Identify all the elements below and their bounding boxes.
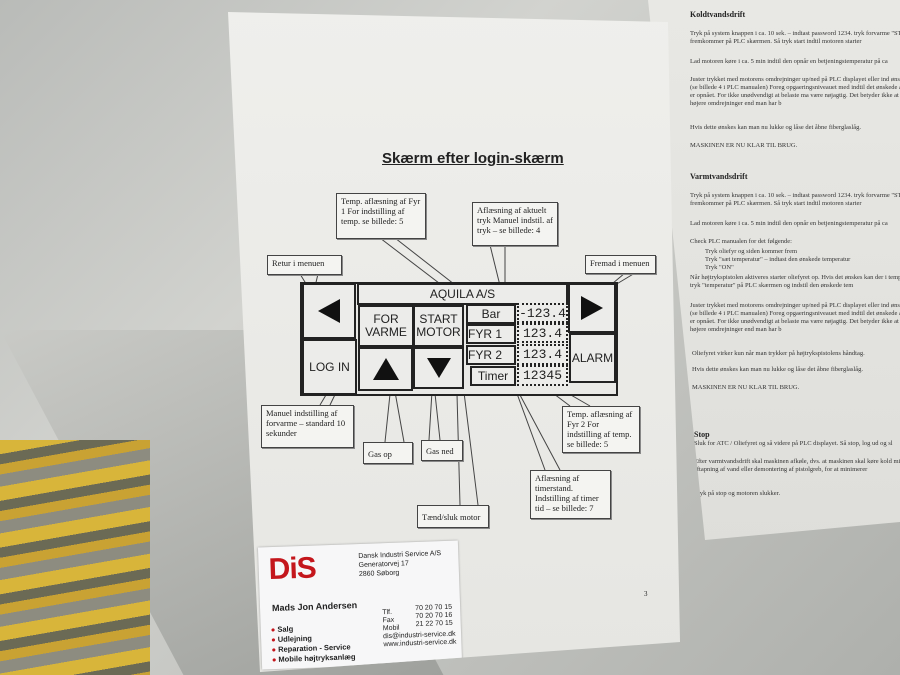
text: MASKINEN ER NU KLAR TIL BRUG. — [690, 142, 798, 149]
company-address: Dansk Industri Service A/S Generatorvej … — [358, 549, 442, 579]
value-fyr2: 123.4 — [517, 344, 568, 365]
log-in-button[interactable]: LOG IN — [302, 339, 357, 395]
online-contacts: dis@industri-service.dk www.industri-ser… — [383, 631, 457, 650]
text: Tryk på system knappen i ca. 10 sek. – i… — [690, 30, 900, 45]
business-card: DiS Dansk Industri Service A/S Generator… — [257, 540, 463, 670]
arrow-down-icon — [426, 358, 451, 378]
label-fyr1: FYR 1 — [466, 324, 516, 344]
preheat-button[interactable]: FOR VARME — [358, 305, 414, 347]
label-timer: Timer — [470, 366, 516, 386]
callout-gas-up: Gas op — [363, 442, 413, 464]
alarm-button[interactable]: ALARM — [569, 333, 616, 383]
arrow-up-icon — [372, 358, 399, 380]
arrow-right-icon — [581, 296, 603, 320]
arrow-left-icon — [318, 299, 340, 323]
text: Efter varmtvandsdrift skal maskinen afkø… — [694, 458, 900, 473]
page-title: Skærm efter login-skærm — [382, 150, 564, 167]
callout-pressure: Aflæsning af aktuelt tryk Manuel indstil… — [472, 202, 558, 246]
text: Hvis dette ønskes kan man nu lukke og lå… — [690, 124, 862, 131]
text: Oliefyret virker kun når man trykker på … — [692, 350, 865, 357]
callout-gas-down: Gas ned — [421, 440, 463, 461]
callout-preheat: Manuel indstilling af forvarme – standar… — [261, 405, 354, 448]
callout-timer: Aflæsning af timerstand. Indstilling af … — [530, 470, 611, 519]
start-motor-button[interactable]: START MOTOR — [413, 305, 464, 347]
text: Check PLC manualen for det følgende: — [690, 238, 792, 245]
callout-motor: Tænd/sluk motor — [417, 505, 489, 528]
text: Sluk for ATC / Oliefyret og så videre på… — [694, 440, 893, 447]
gas-down-button[interactable] — [413, 347, 464, 389]
contact-name: Mads Jon Andersen — [271, 600, 358, 614]
value-bar: -123.4 — [517, 303, 568, 323]
text: MASKINEN ER NU KLAR TIL BRUG. — [692, 384, 800, 391]
callout-back: Retur i menuen — [267, 255, 342, 275]
text: Når højtrykspistolen aktiveres starter o… — [690, 274, 900, 289]
callout-forward: Fremad i menuen — [585, 255, 656, 274]
dis-logo: DiS — [268, 551, 317, 587]
yard-background — [0, 440, 150, 675]
mobile-value: 21 22 70 15 — [415, 619, 453, 629]
text: Juster trykket med motorens omdrejninger… — [690, 76, 900, 107]
heading-stop: Stop — [694, 430, 710, 439]
gas-up-button[interactable] — [358, 347, 413, 391]
text: Tryk på stop og motoren slukker. — [694, 490, 781, 497]
page-number: 3 — [644, 590, 648, 598]
service-item: Mobile højtryksanlæg — [272, 652, 356, 665]
panel-header: AQUILA A/S — [357, 283, 568, 305]
value-fyr1: 123.4 — [517, 323, 568, 343]
contact-values: 70 20 70 15 70 20 70 16 21 22 70 15 — [415, 604, 453, 629]
label-fyr2: FYR 2 — [466, 345, 516, 365]
city: 2860 Søborg — [358, 569, 400, 579]
label-bar: Bar — [466, 304, 516, 324]
list-item: Tryk oliefyr og siden kommer frem — [705, 248, 798, 255]
web-link[interactable]: www.industri-service.dk — [383, 638, 457, 649]
back-button[interactable] — [302, 283, 356, 339]
value-timer: 12345 — [517, 365, 568, 386]
heading-warm: Varmtvandsdrift — [690, 172, 748, 181]
list-item: Tryk "sæt temperatur" – indtast den ønsk… — [705, 256, 851, 263]
forward-button[interactable] — [568, 283, 616, 333]
text: Juster trykket med motorens omdrejninger… — [690, 302, 900, 333]
callout-temp-fyr1: Temp. aflæsning af Fyr 1 For indstilling… — [336, 193, 426, 239]
text: Tryk på system knappen i ca. 10 sek. – i… — [690, 192, 900, 207]
list: Tryk oliefyr og siden kommer frem Tryk "… — [705, 248, 900, 272]
service-list: Salg Udlejning Reparation - Service Mobi… — [271, 622, 356, 665]
text: Hvis dette ønskes kan man nu lukke og lå… — [692, 366, 864, 373]
contact-labels: Tlf. Fax Mobil — [382, 609, 400, 634]
heading-cold: Koldtvandsdrift — [690, 10, 746, 19]
text: Lad motoren køre i ca. 5 min indtil den … — [690, 220, 888, 227]
text: Lad motoren køre i ca. 5 min indtil den … — [690, 58, 888, 65]
callout-temp-fyr2: Temp. aflæsning af Fyr 2 For indstilling… — [562, 406, 640, 453]
list-item: Tryk "ON" — [705, 264, 734, 271]
